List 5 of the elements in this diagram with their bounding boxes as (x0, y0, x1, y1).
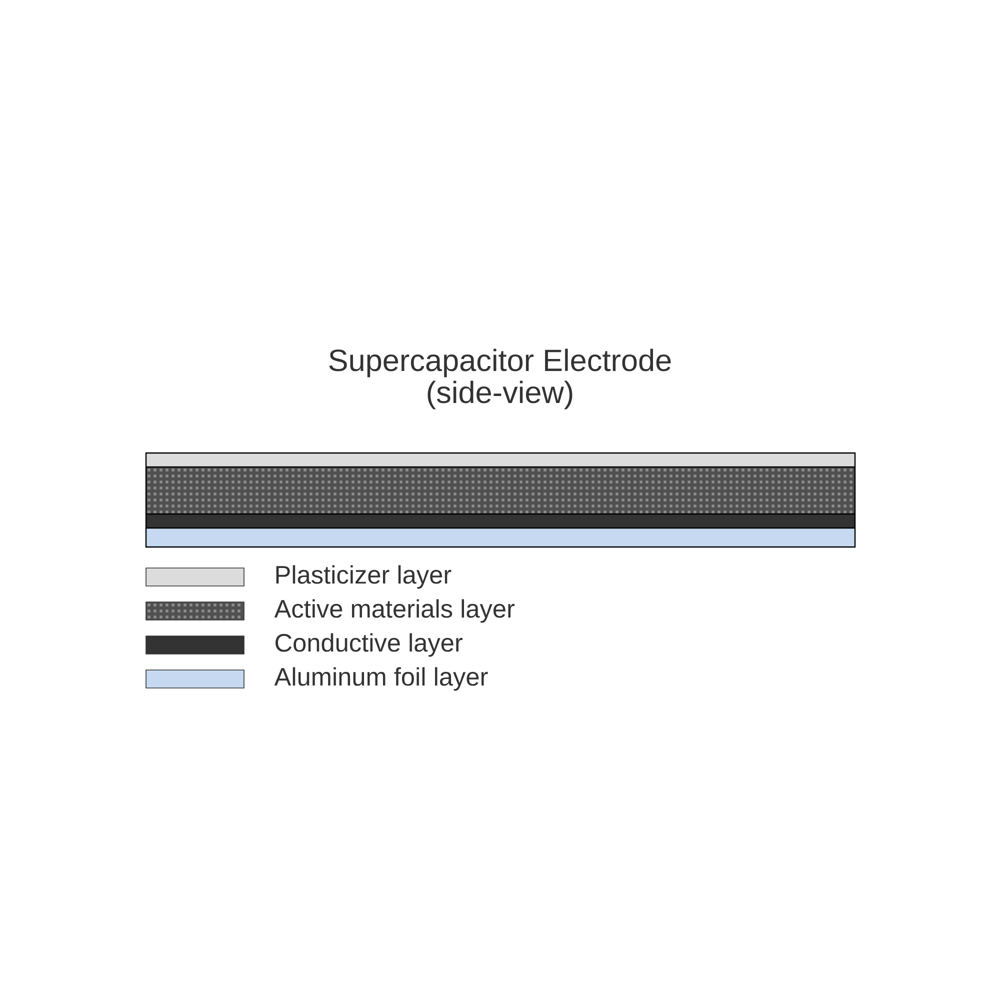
legend-text: Aluminum foil layer (274, 667, 488, 691)
title: Supercapacitor Electrode (side-view) (329, 348, 671, 410)
legend-text: Active materials layer (274, 599, 515, 623)
legend-text: Plasticizer layer (276, 565, 452, 589)
legend-text: Conductive layer (276, 633, 462, 657)
